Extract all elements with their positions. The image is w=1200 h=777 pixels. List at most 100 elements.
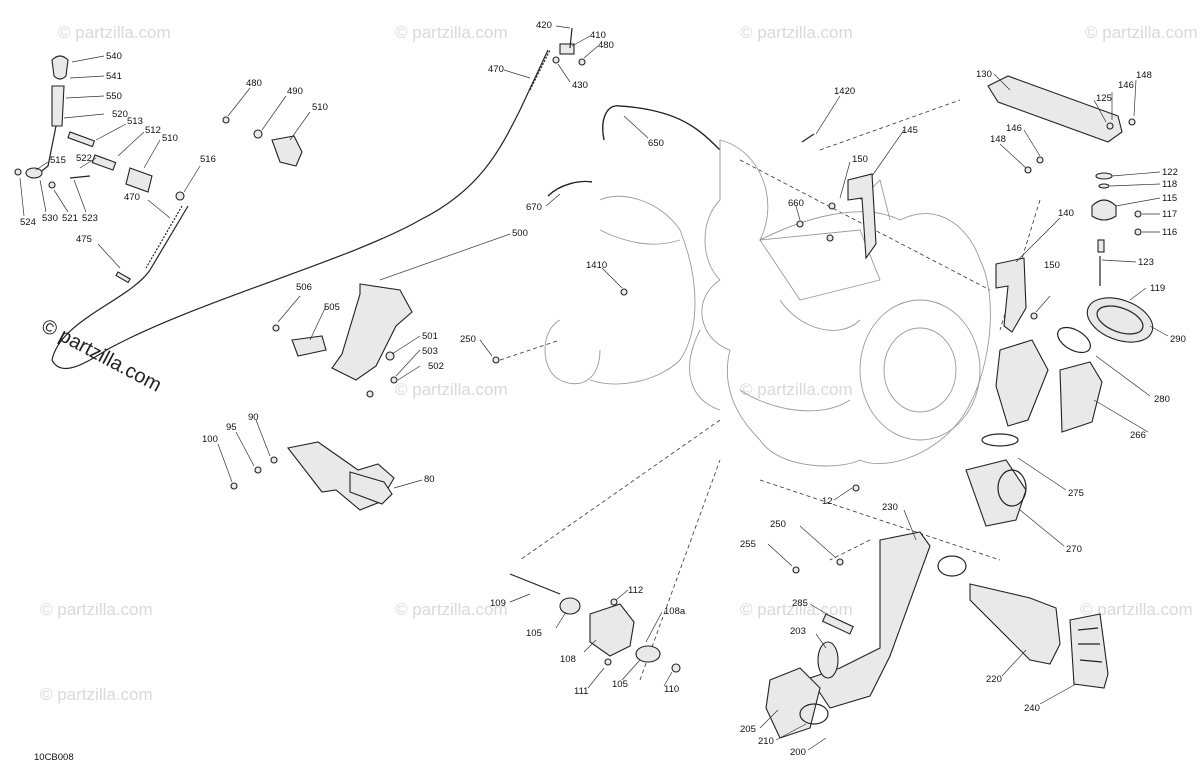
callout-label: 140 <box>1058 208 1074 219</box>
callout-label: 240 <box>1024 703 1040 714</box>
watermark-text: © partzilla.com <box>58 23 171 42</box>
callout-label: 255 <box>740 539 756 550</box>
callout-label: 523 <box>82 213 98 224</box>
watermark-text: © partzilla.com <box>40 685 153 704</box>
callout-label: 125 <box>1096 93 1112 104</box>
callout-label: 550 <box>106 91 122 102</box>
watermark-text: © partzilla.com <box>1080 600 1193 619</box>
callout-label: 105 <box>526 628 542 639</box>
callout-label: 12 <box>822 496 833 507</box>
callout-label: 505 <box>324 302 340 313</box>
leader-lines <box>19 25 1169 751</box>
callout-label: 506 <box>296 282 312 293</box>
callout-label: 100 <box>202 434 218 445</box>
accelerator-pedal <box>230 441 395 511</box>
breather-hoses <box>547 105 721 197</box>
callout-label: 660 <box>788 198 804 209</box>
watermark-text: © partzilla.com <box>395 23 508 42</box>
callout-labels: 540 541 550 520 513 512 510 522 515 516 … <box>20 20 1186 758</box>
pedal-bracket <box>272 283 413 398</box>
callout-label: 650 <box>648 138 664 149</box>
callout-label: 510 <box>312 102 328 113</box>
callout-label: 520 <box>112 109 128 120</box>
callout-label: 115 <box>1162 193 1177 204</box>
watermark-text: © partzilla.com <box>740 380 853 399</box>
watermark-text: © partzilla.com <box>740 23 853 42</box>
callout-label: 130 <box>976 69 992 80</box>
callout-label: 122 <box>1162 167 1178 178</box>
callout-label: 503 <box>422 346 438 357</box>
shift-cable <box>51 49 551 370</box>
watermark-text: © partzilla.com <box>395 380 508 399</box>
callout-label: 111 <box>574 686 588 697</box>
callout-label: 470 <box>488 64 504 75</box>
callout-label: 110 <box>664 684 679 695</box>
callout-label: 146 <box>1118 80 1134 91</box>
callout-label: 480 <box>598 40 614 51</box>
callout-label: 112 <box>628 585 643 596</box>
callout-label: 145 <box>902 125 918 136</box>
callout-label: 80 <box>424 474 435 485</box>
callout-label: 266 <box>1130 430 1146 441</box>
callout-label: 146 <box>1006 123 1022 134</box>
callout-label: 1420 <box>834 86 855 97</box>
callout-label: 515 <box>50 155 66 166</box>
callout-label: 203 <box>790 626 806 637</box>
callout-label: 475 <box>76 234 92 245</box>
callout-label: 210 <box>758 736 774 747</box>
callout-label: 522 <box>76 153 92 164</box>
callout-label: 516 <box>200 154 216 165</box>
callout-label: 540 <box>106 51 122 62</box>
callout-label: 513 <box>127 116 143 127</box>
callout-label: 119 <box>1150 283 1165 294</box>
callout-label: 430 <box>572 80 588 91</box>
callout-label: 470 <box>124 192 140 203</box>
engine-mount <box>987 75 1142 333</box>
callout-label: 200 <box>790 747 806 758</box>
watermark-text: © partzilla.com <box>395 600 508 619</box>
watermark-text: © partzilla.com <box>1085 23 1198 42</box>
callout-label: 118 <box>1162 179 1177 190</box>
callout-label: 502 <box>428 361 444 372</box>
callout-label: 530 <box>42 213 58 224</box>
callout-label: 109 <box>490 598 506 609</box>
callout-label: 105 <box>612 679 628 690</box>
pump-assembly <box>492 288 681 673</box>
watermark-text: © partzilla.com <box>740 600 853 619</box>
callout-label: 280 <box>1154 394 1170 405</box>
callout-label: 95 <box>226 422 237 433</box>
callout-label: 501 <box>422 331 438 342</box>
callout-label: 148 <box>990 134 1006 145</box>
callout-label: 150 <box>1044 260 1060 271</box>
watermark-main-text: © partzilla.com <box>38 315 165 397</box>
callout-label: 290 <box>1170 334 1186 345</box>
callout-label: 90 <box>248 412 259 423</box>
callout-label: 250 <box>460 334 476 345</box>
callout-label: 410 <box>590 30 606 41</box>
callout-label: 512 <box>145 125 161 136</box>
callout-label: 117 <box>1162 209 1177 220</box>
document-id: 10CB008 <box>34 752 74 763</box>
cable-bracket <box>222 27 586 167</box>
callout-label: 670 <box>526 202 542 213</box>
callout-label: 275 <box>1068 488 1084 499</box>
callout-label: 220 <box>986 674 1002 685</box>
callout-label: 490 <box>287 86 303 97</box>
callout-label: 420 <box>536 20 552 31</box>
callout-label: 205 <box>740 724 756 735</box>
engine-outline <box>544 139 991 467</box>
callout-label: 270 <box>1066 544 1082 555</box>
callout-label: 521 <box>62 213 78 224</box>
callout-label: 1410 <box>586 260 607 271</box>
callout-label: 480 <box>246 78 262 89</box>
callout-label: 285 <box>792 598 808 609</box>
callout-label: 510 <box>162 133 178 144</box>
callout-label: 150 <box>852 154 868 165</box>
callout-label: 123 <box>1138 257 1154 268</box>
engine-support-bracket <box>796 133 877 260</box>
callout-label: 230 <box>882 502 898 513</box>
callout-label: 524 <box>20 217 36 228</box>
callout-label: 108 <box>560 654 576 665</box>
